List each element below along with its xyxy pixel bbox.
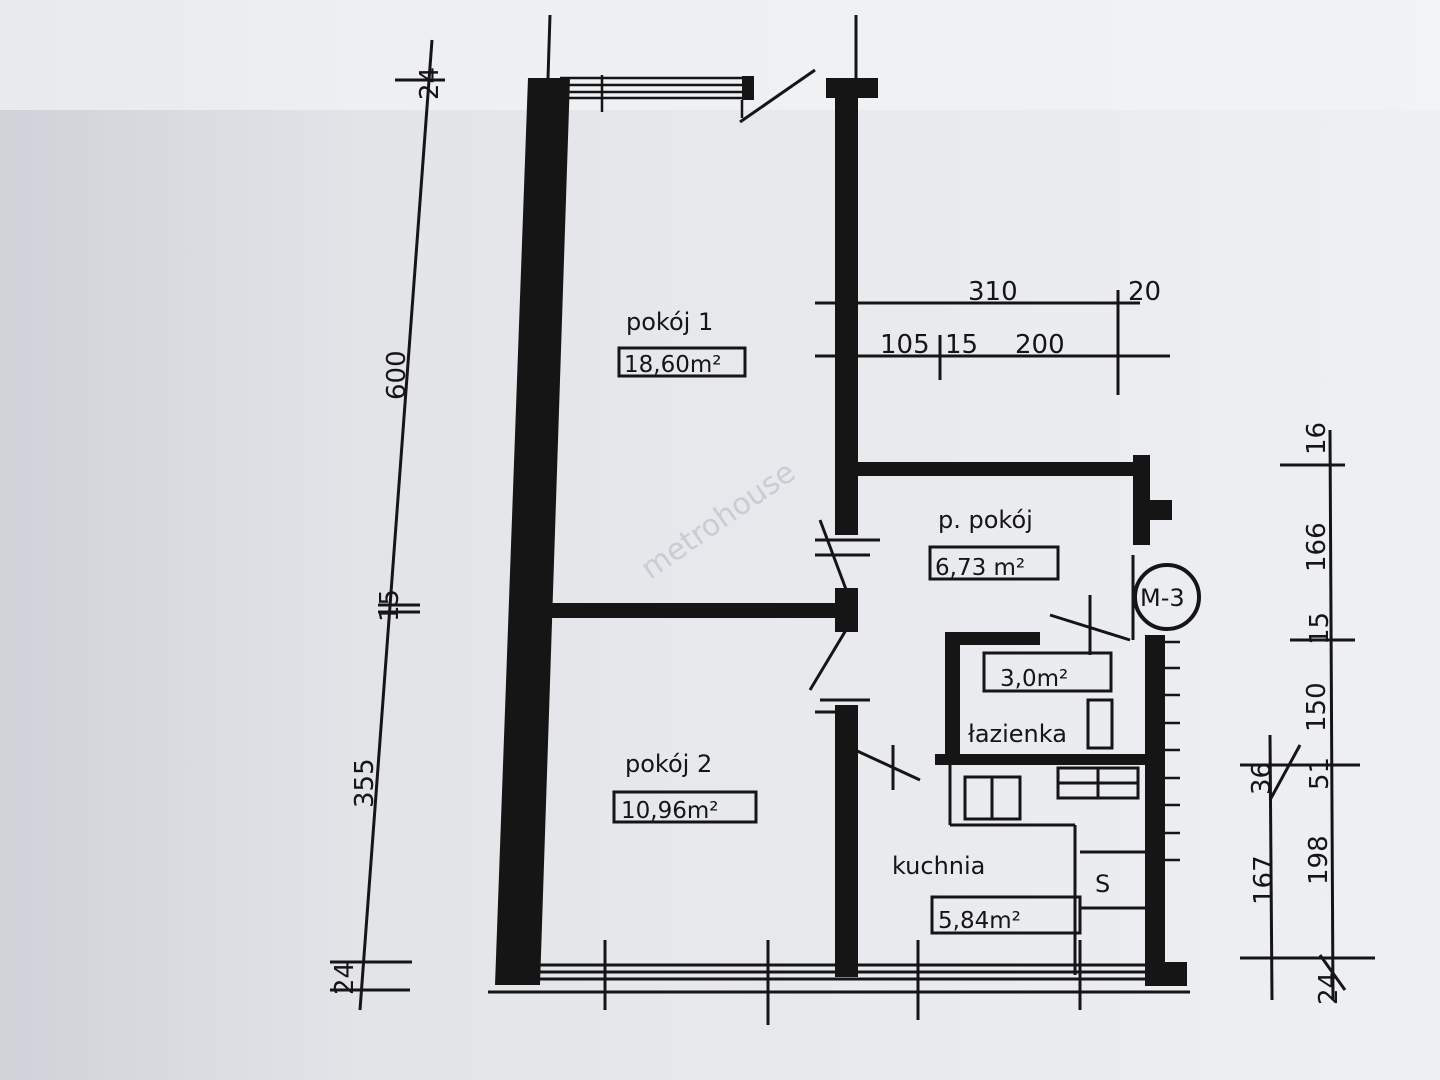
room-area-lazienka: 3,0m² [1000, 666, 1068, 692]
room-labels: pokój 1 18,60m² pokój 2 10,96m² p. pokój… [612, 308, 1201, 935]
dim-right-24: 24 [1314, 972, 1344, 1005]
dim-top-15: 15 [945, 330, 978, 360]
room-area-pokoj-1: 18,60m² [624, 352, 721, 378]
marker-label: M-3 [1140, 584, 1185, 612]
dim-inner-167: 167 [1249, 855, 1279, 905]
middle-wall-lower [835, 705, 858, 977]
dimension-lines [330, 39, 1375, 1011]
room-area-pokoj-2: 10,96m² [621, 798, 718, 824]
dim-right-51: 51 [1305, 757, 1335, 790]
area-box [982, 651, 1113, 693]
bottom-window [488, 940, 1190, 1025]
room-name-lazienka: łazienka [968, 720, 1067, 748]
area-box [612, 790, 758, 824]
area-box [617, 346, 747, 378]
marker-circle [1133, 563, 1201, 631]
dim-right-15: 15 [1305, 612, 1335, 645]
walls [488, 14, 1190, 1025]
room-divider-wall [548, 603, 835, 618]
room-name-kuchnia: kuchnia [892, 852, 985, 880]
dim-top-105: 105 [880, 330, 930, 360]
room-name-przedpokoj: p. pokój [938, 506, 1033, 534]
dim-right-166: 166 [1302, 522, 1332, 572]
dim-left-355: 355 [350, 758, 380, 808]
dim-left-15: 15 [375, 589, 405, 622]
dim-right-150: 150 [1302, 682, 1332, 732]
paper-highlight [0, 0, 1440, 110]
dim-right-16: 16 [1302, 422, 1332, 455]
dim-top-20: 20 [1128, 277, 1161, 307]
dim-right-198: 198 [1304, 835, 1334, 885]
area-box [928, 545, 1060, 581]
dim-top-310: 310 [968, 277, 1018, 307]
room-area-kuchnia: 5,84m² [938, 908, 1021, 934]
middle-wall-upper [835, 78, 858, 535]
dim-left-bottom: 24 [330, 962, 360, 995]
right-wall-lower [1145, 635, 1165, 985]
dimension-labels: 24 600 15 355 24 310 20 105 15 200 16 16… [330, 67, 1344, 1005]
room-area-przedpokoj: 6,73 m² [935, 555, 1025, 581]
dim-left-top: 24 [415, 67, 445, 100]
stove-symbol: S [1095, 870, 1110, 898]
room-name-pokoj-1: pokój 1 [626, 308, 713, 336]
top-window [560, 75, 750, 118]
room-name-pokoj-2: pokój 2 [625, 750, 712, 778]
dim-left-600: 600 [382, 350, 412, 400]
dim-inner-36: 36 [1247, 762, 1277, 795]
dim-top-200: 200 [1015, 330, 1065, 360]
area-box [930, 895, 1082, 935]
bathroom [935, 555, 1145, 765]
left-wall [495, 78, 570, 985]
kitchen-fixtures [948, 640, 1180, 975]
